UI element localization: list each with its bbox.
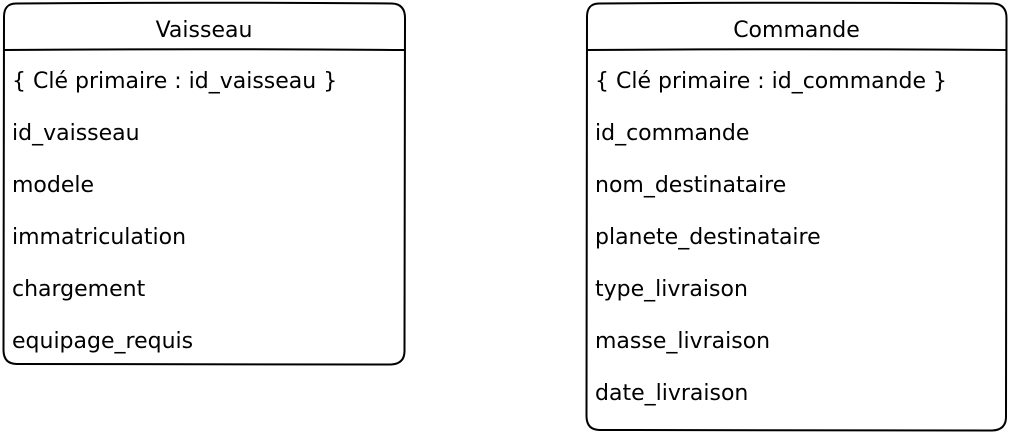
entity-commande: Commande { Clé primaire : id_commande } … (585, 1, 1008, 432)
entity-vaisseau-title: Vaisseau (155, 18, 253, 43)
field-chargement: chargement (12, 277, 146, 302)
entity-vaisseau-fields: { Clé primaire : id_vaisseau } id_vaisse… (12, 65, 337, 377)
entity-commande-title: Commande (733, 18, 860, 43)
field-id-vaisseau: id_vaisseau (12, 121, 140, 146)
entity-vaisseau-primary-key: { Clé primaire : id_vaisseau } (12, 69, 338, 94)
entity-commande-primary-key: { Clé primaire : id_commande } (595, 69, 948, 94)
entity-vaisseau-frame (2, 1, 406, 366)
field-equipage-requis: equipage_requis (12, 329, 194, 354)
field-planete-destinataire: planete_destinataire (595, 225, 821, 250)
field-immatriculation: immatriculation (12, 225, 187, 250)
entity-commande-fields: { Clé primaire : id_commande } id_comman… (595, 65, 947, 429)
field-id-commande: id_commande (595, 121, 750, 146)
field-modele: modele (12, 173, 95, 198)
entity-vaisseau: Vaisseau { Clé primaire : id_vaisseau } … (2, 1, 406, 366)
field-masse-livraison: masse_livraison (595, 329, 771, 354)
field-type-livraison: type_livraison (595, 277, 748, 302)
field-nom-destinataire: nom_destinataire (595, 173, 787, 198)
entity-commande-frame (585, 1, 1008, 432)
field-date-livraison: date_livraison (595, 381, 749, 406)
